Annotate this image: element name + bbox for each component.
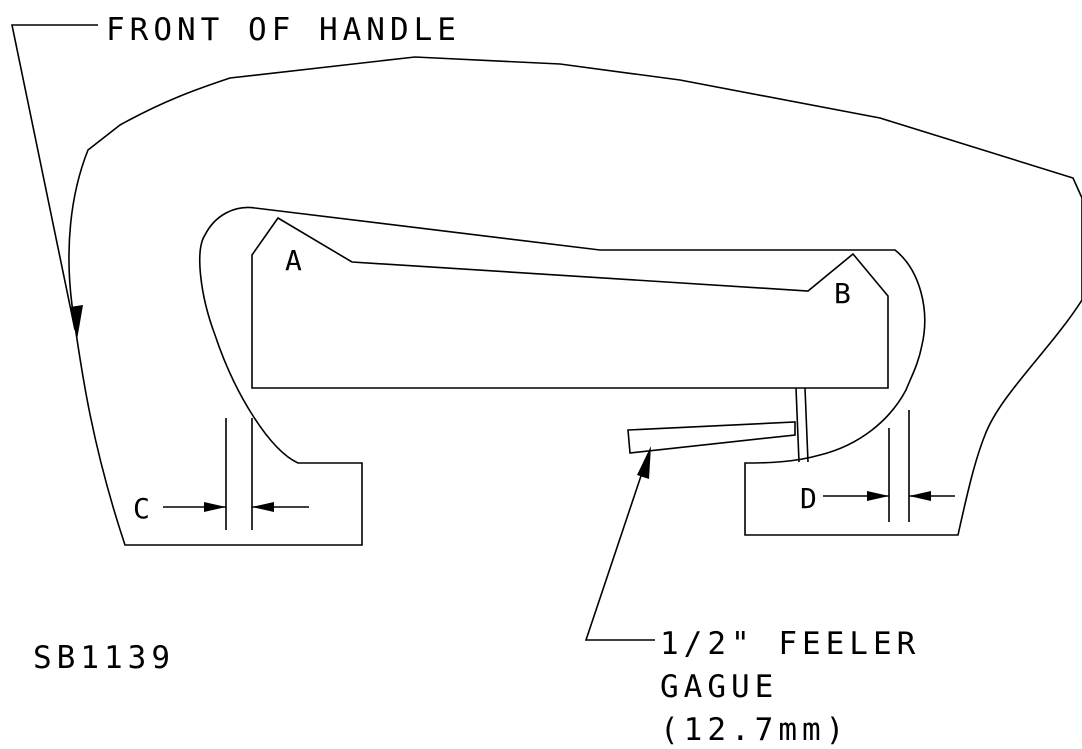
feeler-leader-arrowhead [637,446,651,479]
feeler-gauge-blade [627,421,796,454]
dimension-c-extension-lines [225,418,253,530]
feeler-gauge-label-line2: GAGUE [660,669,778,705]
handle-inner-window [251,216,889,389]
point-d-label: D [800,482,817,515]
handle-outer-outline [68,56,1082,546]
dimension-d-arrowhead-left [867,491,889,501]
dimension-d-extension-lines [888,410,910,522]
point-b-label: B [834,277,851,310]
front-of-handle-label: FRONT OF HANDLE [106,12,461,48]
dimension-c-arrowhead-left [204,502,226,512]
feeler-gauge-label-line1: 1/2" FEELER [660,626,920,662]
front-leader-line [11,24,98,331]
front-leader-arrowhead [70,305,83,340]
feeler-gauge-label-line3: (12.7mm) [660,712,849,748]
feeler-gauge-stem [795,387,809,463]
point-c-label: C [133,492,150,525]
dimension-c-arrowhead-right [252,502,274,512]
part-number-label: SB1139 [33,640,175,676]
dimension-d-arrowhead-right [909,491,931,501]
feeler-leader-line [584,454,655,641]
point-a-label: A [285,244,302,277]
